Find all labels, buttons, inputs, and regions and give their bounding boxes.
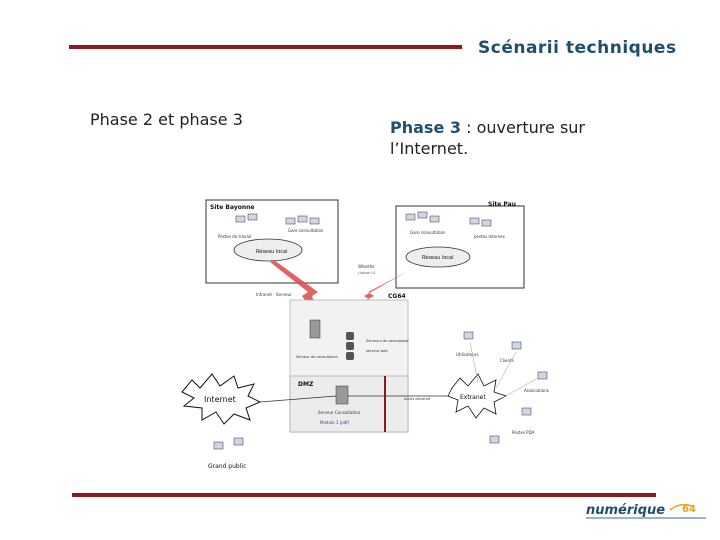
slide-title: Scénarii techniques [478, 38, 677, 58]
extranet-label: Extranet [460, 394, 486, 401]
right-server-top-label: Gare consultation [410, 230, 446, 235]
internet-cloud [181, 373, 262, 425]
dmz-note: Accès extranet [404, 397, 431, 401]
logo-text: numérique [586, 503, 665, 518]
backup-server-2-icon [346, 342, 354, 350]
intranet-server-icon [309, 319, 321, 339]
internet-dmz-link [259, 395, 337, 403]
left-server-top-label: Gare consultation [288, 228, 324, 233]
numerique64-logo: numérique 64 [586, 503, 706, 519]
server-group-label: Serveurs de sauvegarde [366, 339, 409, 343]
right-network-label: Réseau local [422, 254, 453, 261]
server-group-sub: serveur web [366, 349, 388, 353]
site-left-label: Site Bayonne [210, 204, 255, 211]
left-network-ellipse [233, 238, 303, 262]
right-clients-label: Clients [500, 358, 514, 363]
site-right-box [395, 205, 525, 289]
footer-rule [72, 493, 656, 497]
logo-underline [586, 517, 706, 519]
consult-label: Serveur de consultation [296, 355, 338, 359]
backup-server-3-icon [346, 352, 354, 360]
left-heading: Phase 2 et phase 3 [90, 110, 243, 129]
link-right-lightning [326, 268, 414, 320]
dmz-label: DMZ [298, 381, 314, 388]
firewall-label: Serveur Consultation [318, 410, 361, 415]
extranet-users-link-1 [469, 341, 479, 383]
right-pda-label: Postes PDA [512, 430, 535, 435]
backup-server-1-icon [346, 332, 354, 340]
right-heading: Phase 3 : ouverture sur l’Internet. [390, 117, 650, 159]
link-label: Wtesthe [358, 264, 375, 269]
right-cluster-label: postes Internes [474, 234, 505, 239]
right-heading-rest: : ouverture sur l’Internet. [390, 118, 586, 158]
left-computers-icon [235, 213, 320, 225]
link-left-lightning [270, 260, 320, 320]
right-computers-icon [405, 211, 492, 227]
logo-number: 64 [682, 504, 696, 515]
left-cluster-label: Postes de travail [218, 234, 251, 239]
site-right-label: Site Pau [488, 201, 516, 208]
extranet-users-link-2 [495, 351, 517, 389]
network-diagram: Site Bayonne Postes de travail Gare cons… [181, 199, 549, 470]
right-users-label: Utilisateurs [456, 352, 479, 357]
extranet-cloud [447, 373, 508, 419]
title-rule [69, 45, 462, 49]
right-heading-accent: Phase 3 [390, 118, 461, 137]
left-proxy-label: Intranet [256, 292, 272, 297]
right-network-ellipse [405, 246, 471, 268]
public-label: Grand public [208, 463, 246, 470]
extranet-users-link-3 [501, 377, 539, 399]
right-users-icons [463, 331, 548, 444]
internet-label: Internet [204, 395, 236, 404]
dmz-divider [384, 376, 386, 432]
firewall-sub: Module 1 (pdf) [320, 420, 350, 425]
logo-swoosh [669, 503, 693, 511]
firewall-icon [335, 385, 349, 405]
right-partners-label: Associations [524, 388, 549, 393]
dmz-zone [289, 375, 409, 433]
left-proxy-sub: Serveur [276, 292, 292, 297]
cg64-label: CG64 [388, 293, 406, 300]
link-sub-label: Liaison LS [358, 271, 376, 275]
left-network-label: Réseau local [256, 248, 287, 255]
public-computers-icon [213, 437, 244, 450]
